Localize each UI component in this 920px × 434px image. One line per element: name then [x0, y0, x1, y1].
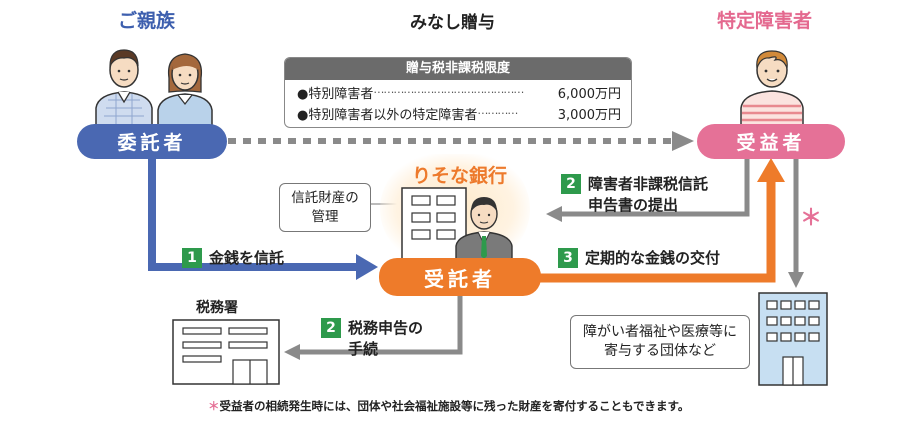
- step-2-tax-filing: 2 税務申告の 手続: [321, 318, 423, 360]
- step-text: 障害者非課税信託 申告書の提出: [588, 175, 709, 214]
- tax-row-amount: 6,000万円: [557, 87, 621, 102]
- orange-arrow: [540, 178, 776, 283]
- resona-bank-label: りそな銀行: [412, 165, 508, 187]
- truster-pill: 委託者: [77, 124, 227, 159]
- tax-office-label: 税務署: [196, 300, 238, 316]
- step-number-badge: 1: [182, 248, 202, 268]
- footnote-text: 受益者の相続発生時には、団体や社会福祉施設等に残った財産を寄付することもできます…: [219, 399, 690, 413]
- relatives-people-icon: [95, 49, 213, 128]
- tax-row-special: ●特別障害者 ……………………………………… 6,000万円: [285, 80, 631, 102]
- asterisk-mark: ＊: [800, 206, 823, 231]
- orange-arrow-head: [757, 158, 785, 182]
- tax-row-other: ●特別障害者以外の特定障害者 ………… 3,000万円: [285, 102, 631, 123]
- blue-arrow: [148, 158, 360, 271]
- tax-row-label: ●特別障害者以外の特定障害者: [297, 108, 478, 123]
- footnote-mark: ＊: [208, 399, 220, 413]
- trustee-pill: 受託者: [379, 258, 541, 296]
- step-number-badge: 2: [561, 174, 581, 194]
- step-text: 税務申告の 手続: [348, 319, 424, 358]
- gray-arrow-to-tax: [296, 290, 463, 355]
- gray-arrow-to-bank: [558, 158, 750, 217]
- gray-arrow-head-welfare: [788, 272, 804, 288]
- specified-disabled-label: 特定障害者: [717, 10, 813, 32]
- beneficiary-person-icon: [740, 50, 804, 126]
- step-2-submit-declaration: 2 障害者非課税信託 申告書の提出: [561, 174, 708, 216]
- blue-arrow-head: [356, 254, 378, 280]
- step-number-badge: 2: [321, 318, 341, 338]
- tax-exemption-header: 贈与税非課税限度: [285, 58, 631, 80]
- relatives-label: ご親族: [118, 10, 176, 32]
- gray-arrow-head-tax: [284, 344, 300, 360]
- step-3-periodic-payment: 3 定期的な金銭の交付: [558, 248, 720, 269]
- footnote: ＊受益者の相続発生時には、団体や社会福祉施設等に残った財産を寄付することもできま…: [208, 398, 689, 414]
- tax-exemption-box: 贈与税非課税限度 ●特別障害者 ……………………………………… 6,000万円 …: [284, 57, 632, 128]
- welfare-building-icon: [758, 292, 828, 386]
- welfare-organization-box: 障がい者福祉や医療等に 寄与する団体など: [570, 315, 750, 369]
- step-text: 定期的な金銭の交付: [585, 249, 721, 267]
- step-number-badge: 3: [558, 248, 578, 268]
- mishinashi-title: みなし贈与: [410, 13, 495, 33]
- trust-property-box: 信託財産の 管理: [279, 183, 371, 232]
- step-1-entrust-money: 1 金銭を信託: [182, 248, 284, 269]
- gray-arrow-head-bank: [546, 206, 562, 222]
- bank-building-icon: [401, 187, 513, 260]
- tax-office-building-icon: [172, 319, 280, 385]
- dotted-arrow-head: [672, 131, 694, 151]
- tax-row-label: ●特別障害者: [297, 87, 374, 102]
- tax-row-dots: ………………………………………: [373, 83, 524, 96]
- tax-row-dots: …………: [477, 104, 518, 117]
- step-text: 金銭を信託: [209, 249, 285, 267]
- beneficiary-pill: 受益者: [697, 124, 845, 159]
- tax-row-amount: 3,000万円: [557, 108, 621, 123]
